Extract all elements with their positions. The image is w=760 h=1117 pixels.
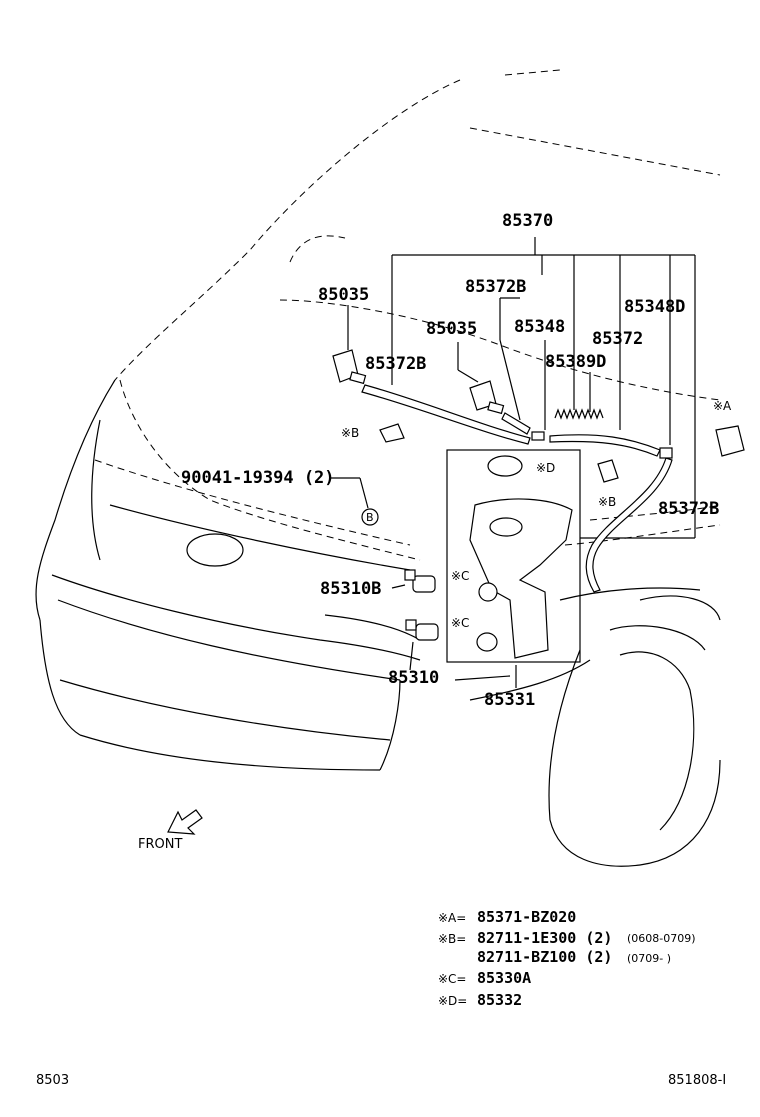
label-90041-19394: 90041-19394 (2) bbox=[181, 468, 335, 488]
label-85372b-top: 85372B bbox=[465, 277, 526, 297]
label-85035-left: 85035 bbox=[318, 285, 369, 305]
joint-85348d bbox=[659, 447, 673, 459]
legend-row: 82711-BZ100 (2) (0709- ) bbox=[477, 948, 671, 966]
label-85372b-left: 85372B bbox=[365, 354, 426, 374]
clip-b-circle-marker bbox=[361, 508, 379, 526]
leader-lines bbox=[330, 237, 696, 688]
label-85035-right: 85035 bbox=[426, 319, 477, 339]
spring-85389d bbox=[554, 408, 604, 420]
hose-85372b-short bbox=[501, 412, 531, 435]
mark-a: ※A bbox=[713, 399, 732, 413]
clip-b-right bbox=[597, 459, 619, 483]
tank-85331 bbox=[469, 498, 573, 659]
cap-85332 bbox=[487, 455, 523, 477]
legend-row: ※C= 85330A bbox=[438, 969, 531, 987]
front-arrow: FRONT bbox=[138, 809, 203, 852]
grommet-c-upper bbox=[478, 582, 498, 602]
legend-part: 82711-1E300 (2) bbox=[477, 929, 612, 947]
pump-85310b bbox=[404, 569, 436, 593]
legend-mark: ※C= bbox=[438, 972, 467, 986]
legend-part: 82711-BZ100 (2) bbox=[477, 948, 612, 966]
legend-mark: ※A= bbox=[438, 911, 466, 925]
mark-c-lower: ※C bbox=[451, 616, 469, 630]
label-85372b-right: 85372B bbox=[658, 499, 719, 519]
circle-b-letter: B bbox=[366, 511, 374, 524]
front-label: FRONT bbox=[138, 837, 182, 852]
mark-b-left: ※B bbox=[341, 426, 359, 440]
label-85348: 85348 bbox=[514, 317, 565, 337]
legend-row: ※A= 85371-BZ020 bbox=[438, 908, 576, 926]
legend-note: (0709- ) bbox=[627, 952, 671, 965]
label-85372: 85372 bbox=[592, 329, 643, 349]
label-85310b: 85310B bbox=[320, 579, 381, 599]
legend-row: ※B= 82711-1E300 (2) (0608-0709) bbox=[438, 929, 696, 947]
legend-part: 85330A bbox=[477, 969, 531, 987]
label-85370: 85370 bbox=[502, 211, 553, 231]
legend-note: (0608-0709) bbox=[627, 932, 696, 945]
label-85348d: 85348D bbox=[624, 297, 685, 317]
clip-b-left bbox=[379, 423, 405, 443]
clip-a bbox=[715, 425, 745, 457]
nozzle-right bbox=[469, 380, 505, 415]
part-labels: 85370 85035 85372B 85035 85348 85372 853… bbox=[181, 211, 732, 710]
pump-85310 bbox=[405, 619, 439, 641]
grommet-c-lower bbox=[476, 632, 498, 652]
hose-85372b-left bbox=[361, 384, 531, 445]
joint-85348 bbox=[531, 431, 545, 441]
label-85310: 85310 bbox=[388, 668, 439, 688]
legend: ※A= 85371-BZ020 ※B= 82711-1E300 (2) (060… bbox=[438, 908, 696, 1009]
mark-b-right: ※B bbox=[598, 495, 616, 509]
legend-part: 85332 bbox=[477, 991, 522, 1009]
parts bbox=[332, 349, 745, 663]
legend-part: 85371-BZ020 bbox=[477, 908, 576, 926]
label-85389d: 85389D bbox=[545, 352, 606, 372]
legend-mark: ※D= bbox=[438, 994, 467, 1008]
vehicle-outline bbox=[94, 69, 721, 561]
tank-filler bbox=[489, 517, 523, 537]
vehicle-body bbox=[35, 379, 721, 867]
hose-85372 bbox=[549, 434, 661, 457]
hose-85372b-right bbox=[585, 457, 673, 593]
footer-left-code: 8503 bbox=[36, 1073, 69, 1088]
tank-frame bbox=[446, 449, 581, 663]
nozzle-left bbox=[332, 349, 367, 385]
legend-mark: ※B= bbox=[438, 932, 466, 946]
footer-right-code: 851808-I bbox=[668, 1073, 726, 1088]
legend-row: ※D= 85332 bbox=[438, 991, 522, 1009]
mark-c-upper: ※C bbox=[451, 569, 469, 583]
mark-d: ※D bbox=[536, 461, 555, 475]
label-85331: 85331 bbox=[484, 690, 535, 710]
